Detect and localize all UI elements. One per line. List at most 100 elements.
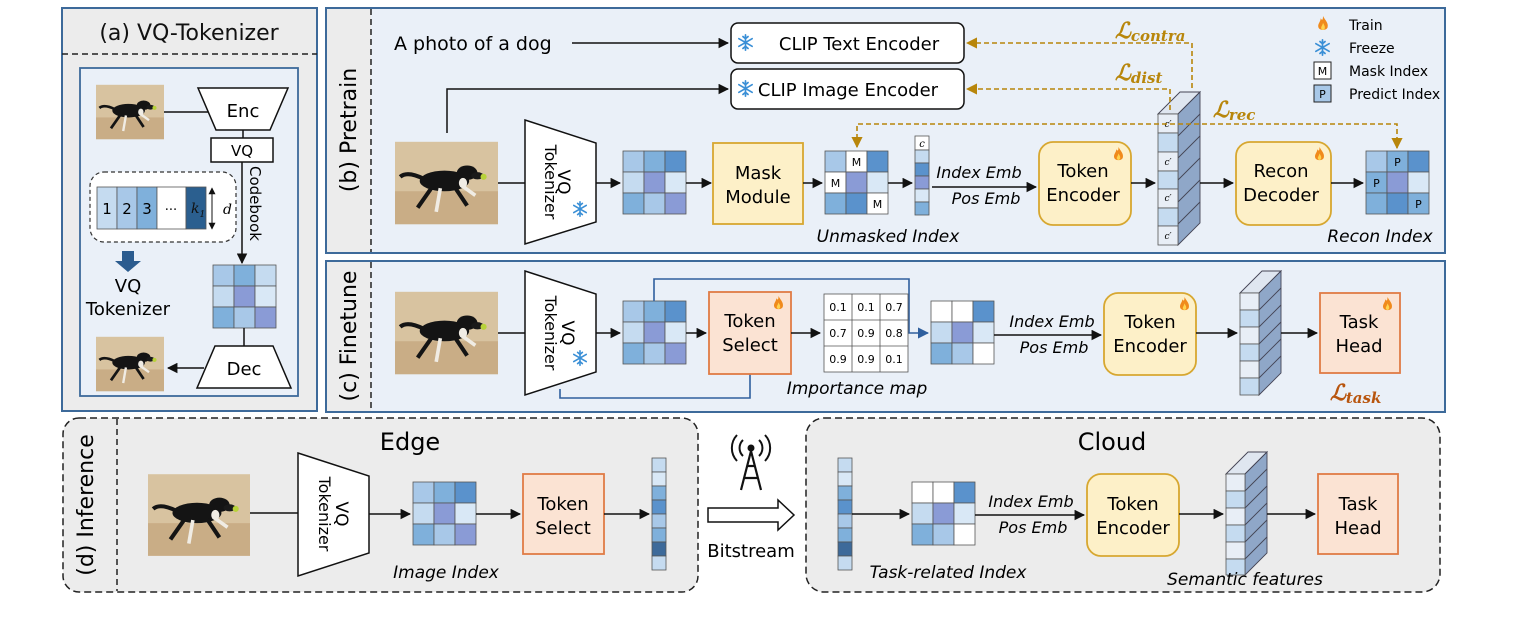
task-related-index-column bbox=[837, 457, 853, 571]
predict-letter: P bbox=[1373, 177, 1380, 190]
recon-grid: P P P bbox=[1365, 150, 1430, 215]
token-select-c-line1: Token bbox=[723, 311, 775, 332]
contra-loss-arrow bbox=[965, 37, 1193, 88]
c-prime-label: c′ bbox=[1164, 120, 1171, 130]
token-encoder-c-line1: Token bbox=[1123, 312, 1175, 333]
mask-index-swatch bbox=[1313, 61, 1332, 80]
loss-symbol: ℒ bbox=[1213, 97, 1230, 123]
panel-vq-tokenizer: (a) VQ-Tokenizer Enc VQ Codebook 1 2 3 ·… bbox=[61, 7, 318, 412]
task-head-d bbox=[1317, 473, 1399, 555]
loss-rec: rec bbox=[1229, 106, 1256, 124]
rec-loss-arrow bbox=[851, 123, 1403, 150]
image-index-grid bbox=[412, 481, 477, 546]
selected-grid-d bbox=[911, 481, 976, 546]
legend-train: Train bbox=[1348, 18, 1383, 34]
masked-grid: M M M bbox=[824, 150, 889, 215]
codebook-label: Codebook bbox=[246, 166, 264, 241]
feature-stack-c bbox=[1238, 269, 1283, 397]
antenna-icon bbox=[730, 434, 772, 491]
index-grid-c bbox=[622, 300, 687, 365]
legend-predict-index: Predict Index bbox=[1349, 87, 1440, 103]
vq-tokenizer-b-sub: Tokenizer bbox=[541, 144, 560, 220]
unmasked-index-label: Unmasked Index bbox=[817, 227, 961, 247]
token-encoder-c bbox=[1103, 292, 1197, 376]
importance-value: 0.7 bbox=[885, 301, 903, 314]
vq-tokenizer-b bbox=[524, 118, 597, 246]
importance-value: 0.1 bbox=[857, 301, 875, 314]
pos-emb-label-d: Pos Emb bbox=[999, 518, 1068, 537]
encoder-trapezoid bbox=[196, 87, 290, 131]
codebook-cell-dots: ··· bbox=[165, 203, 177, 218]
codebook-cell-3: 3 bbox=[142, 200, 152, 218]
recon-decoder-line2: Decoder bbox=[1243, 185, 1319, 206]
index-emb-label-b: Index Emb bbox=[936, 163, 1021, 182]
predict-letter: P bbox=[1394, 156, 1401, 169]
token-encoder-d-line1: Token bbox=[1106, 494, 1158, 515]
importance-map-label: Importance map bbox=[787, 379, 928, 399]
loss-symbol: ℒ bbox=[1115, 18, 1132, 44]
legend-mask-index: Mask Index bbox=[1349, 64, 1428, 80]
pos-emb-label-c: Pos Emb bbox=[1020, 338, 1089, 357]
index-grid-a bbox=[212, 264, 277, 329]
svg-text:k1: k1 bbox=[191, 201, 205, 220]
token-encoder-c-line2: Encoder bbox=[1113, 336, 1187, 357]
bitstream-label: Bitstream bbox=[707, 541, 795, 562]
task-head-c-line2: Head bbox=[1335, 336, 1382, 357]
token-encoder-d bbox=[1086, 473, 1180, 557]
task-head-c-line1: Task bbox=[1339, 312, 1379, 333]
dog-image-inference bbox=[148, 474, 250, 556]
loss-symbol: ℒ bbox=[1330, 380, 1347, 406]
down-arrow-icon bbox=[115, 251, 141, 272]
importance-value: 0.9 bbox=[857, 327, 875, 340]
decoder-trapezoid bbox=[195, 345, 293, 389]
text-prompt: A photo of a dog bbox=[394, 33, 552, 55]
loss-task: task bbox=[1346, 389, 1382, 407]
token-select-d-line2: Select bbox=[535, 518, 591, 539]
recon-index-label: Recon Index bbox=[1327, 227, 1433, 247]
codebook-vectors: 1 2 3 ··· k1 bbox=[96, 186, 207, 230]
codebook-k1: k bbox=[191, 201, 199, 217]
mask-index-glyph: M bbox=[1318, 65, 1328, 78]
svg-text:ℒcontra: ℒcontra bbox=[1115, 18, 1185, 45]
importance-value: 0.7 bbox=[829, 327, 847, 340]
vq-tokenizer-d-line2: Tokenizer bbox=[315, 476, 334, 552]
dog-image-reconstructed bbox=[96, 335, 164, 393]
clip-image-encoder-label: CLIP Image Encoder bbox=[758, 80, 939, 101]
dog-image-input bbox=[96, 83, 164, 141]
token-select-d-line1: Token bbox=[536, 494, 588, 515]
token-encoder-b-line2: Encoder bbox=[1046, 185, 1120, 206]
class-token-label: c bbox=[919, 139, 925, 150]
vq-tokenizer-caption-1: VQ bbox=[115, 276, 141, 297]
recon-decoder-line1: Recon bbox=[1253, 161, 1308, 182]
image-index-label: Image Index bbox=[393, 563, 500, 583]
index-emb-label-d: Index Emb bbox=[988, 492, 1073, 511]
codebook-k1-sub: 1 bbox=[199, 210, 205, 220]
loss-dist: dist bbox=[1131, 69, 1163, 87]
cloud-title: Cloud bbox=[1078, 428, 1147, 456]
c-prime-label: c′ bbox=[1164, 158, 1171, 168]
token-encoder-d-line2: Encoder bbox=[1096, 518, 1170, 539]
codebook-cell-1: 1 bbox=[102, 200, 112, 218]
panel-finetune: (c) Finetune VQ Tokenizer Token Select bbox=[325, 260, 1446, 413]
dist-loss-arrow bbox=[965, 83, 1171, 110]
loss-symbol: ℒ bbox=[1115, 60, 1132, 86]
clip-text-encoder-label: CLIP Text Encoder bbox=[779, 34, 940, 55]
panel-b-label: (b) Pretrain bbox=[337, 68, 362, 192]
task-head-d-line2: Head bbox=[1334, 518, 1381, 539]
mask-letter: M bbox=[852, 156, 862, 169]
semantic-features-label: Semantic features bbox=[1167, 570, 1323, 590]
legend: Train Freeze M Mask Index P Predict Inde… bbox=[1313, 16, 1440, 103]
feature-stack-b: c′ c′ c′ c′ bbox=[1156, 90, 1202, 247]
mask-module-line2: Module bbox=[725, 187, 790, 208]
pos-emb-label-b: Pos Emb bbox=[952, 189, 1021, 208]
vq-tokenizer-b-line1: VQ bbox=[553, 169, 573, 194]
panel-c-label: (c) Finetune bbox=[337, 271, 362, 402]
mask-module-line1: Mask bbox=[735, 163, 782, 184]
svg-text:ℒrec: ℒrec bbox=[1213, 97, 1255, 124]
vq-tokenizer-caption-2: Tokenizer bbox=[85, 299, 171, 320]
panel-a-title: (a) VQ-Tokenizer bbox=[99, 21, 279, 46]
importance-value: 0.8 bbox=[885, 327, 903, 340]
task-head-d-line1: Task bbox=[1338, 494, 1378, 515]
svg-text:VQ: VQ bbox=[553, 169, 573, 194]
